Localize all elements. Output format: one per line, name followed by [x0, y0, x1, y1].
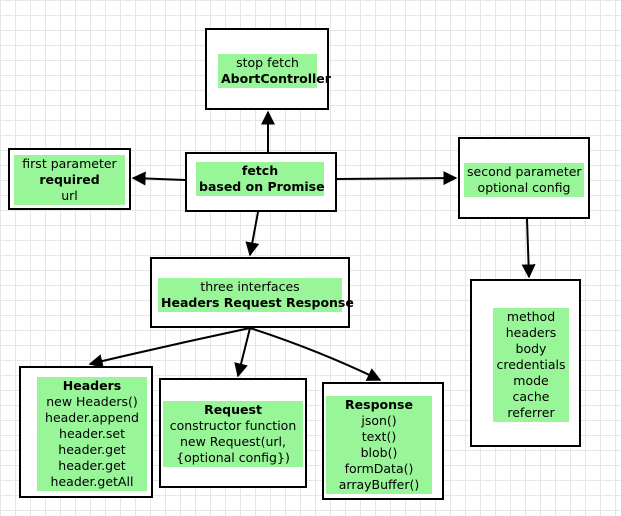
request-label: Request constructor function new Request… — [163, 401, 303, 467]
config-option: mode — [513, 373, 549, 388]
response-item: blob() — [360, 445, 398, 460]
required-text: required — [39, 172, 100, 187]
config-option: credentials — [496, 357, 566, 372]
fetch-label: fetch based on Promise — [196, 162, 325, 196]
stop-fetch-text: stop fetch — [236, 55, 299, 70]
config-option: referrer — [507, 405, 555, 420]
first-parameter-text: first parameter — [22, 156, 117, 171]
arrow-three-to-response — [249, 327, 382, 381]
headers-item: header.get — [58, 442, 126, 457]
config-option: cache — [512, 389, 550, 404]
interfaces-list-text: Headers Request Response — [161, 295, 354, 310]
response-item: json() — [361, 413, 397, 428]
response-label: Response json() text() blob() formData()… — [326, 396, 432, 494]
headers-title: Headers — [62, 378, 122, 393]
response-item: arrayBuffer() — [338, 477, 420, 492]
arrow-second-to-config — [521, 218, 536, 279]
abort-controller-text: AbortController — [221, 71, 331, 86]
config-option: method — [506, 309, 556, 324]
arrow-three-to-request — [234, 327, 251, 378]
optional-config-text: optional config — [477, 180, 571, 195]
arrow-fetch-to-second — [336, 171, 458, 186]
arrow-fetch-to-first — [131, 171, 186, 186]
headers-item: header.append — [45, 410, 139, 425]
first-parameter-label: first parameter required url — [14, 155, 125, 205]
arrow-fetch-to-three — [245, 211, 260, 257]
three-interfaces-label: three interfaces Headers Request Respons… — [158, 278, 354, 312]
config-option: headers — [505, 325, 557, 340]
fetch-subtitle: based on Promise — [199, 179, 325, 194]
headers-item: header.getAll — [50, 474, 134, 489]
response-item: formData() — [344, 461, 414, 476]
second-parameter-text: second parameter — [467, 164, 582, 179]
response-title: Response — [345, 397, 413, 412]
request-item: {optional config}) — [176, 450, 290, 465]
url-text: url — [61, 188, 78, 203]
three-interfaces-text: three interfaces — [200, 279, 300, 294]
headers-item: new Headers() — [46, 394, 138, 409]
headers-item: header.get — [58, 458, 126, 473]
request-item: new Request(url, — [180, 434, 286, 449]
config-options-label: method headers body credentials mode cac… — [493, 308, 569, 422]
second-parameter-label: second parameter optional config — [464, 163, 584, 197]
arrow-three-to-headers — [88, 327, 251, 368]
request-title: Request — [204, 402, 262, 417]
stop-fetch-label: stop fetch AbortController — [218, 54, 331, 88]
fetch-title: fetch — [241, 163, 279, 178]
config-option: body — [515, 341, 547, 356]
request-item: constructor function — [169, 418, 297, 433]
response-item: text() — [361, 429, 397, 444]
headers-label: Headers new Headers() header.append head… — [37, 377, 147, 491]
headers-item: header.set — [59, 426, 125, 441]
